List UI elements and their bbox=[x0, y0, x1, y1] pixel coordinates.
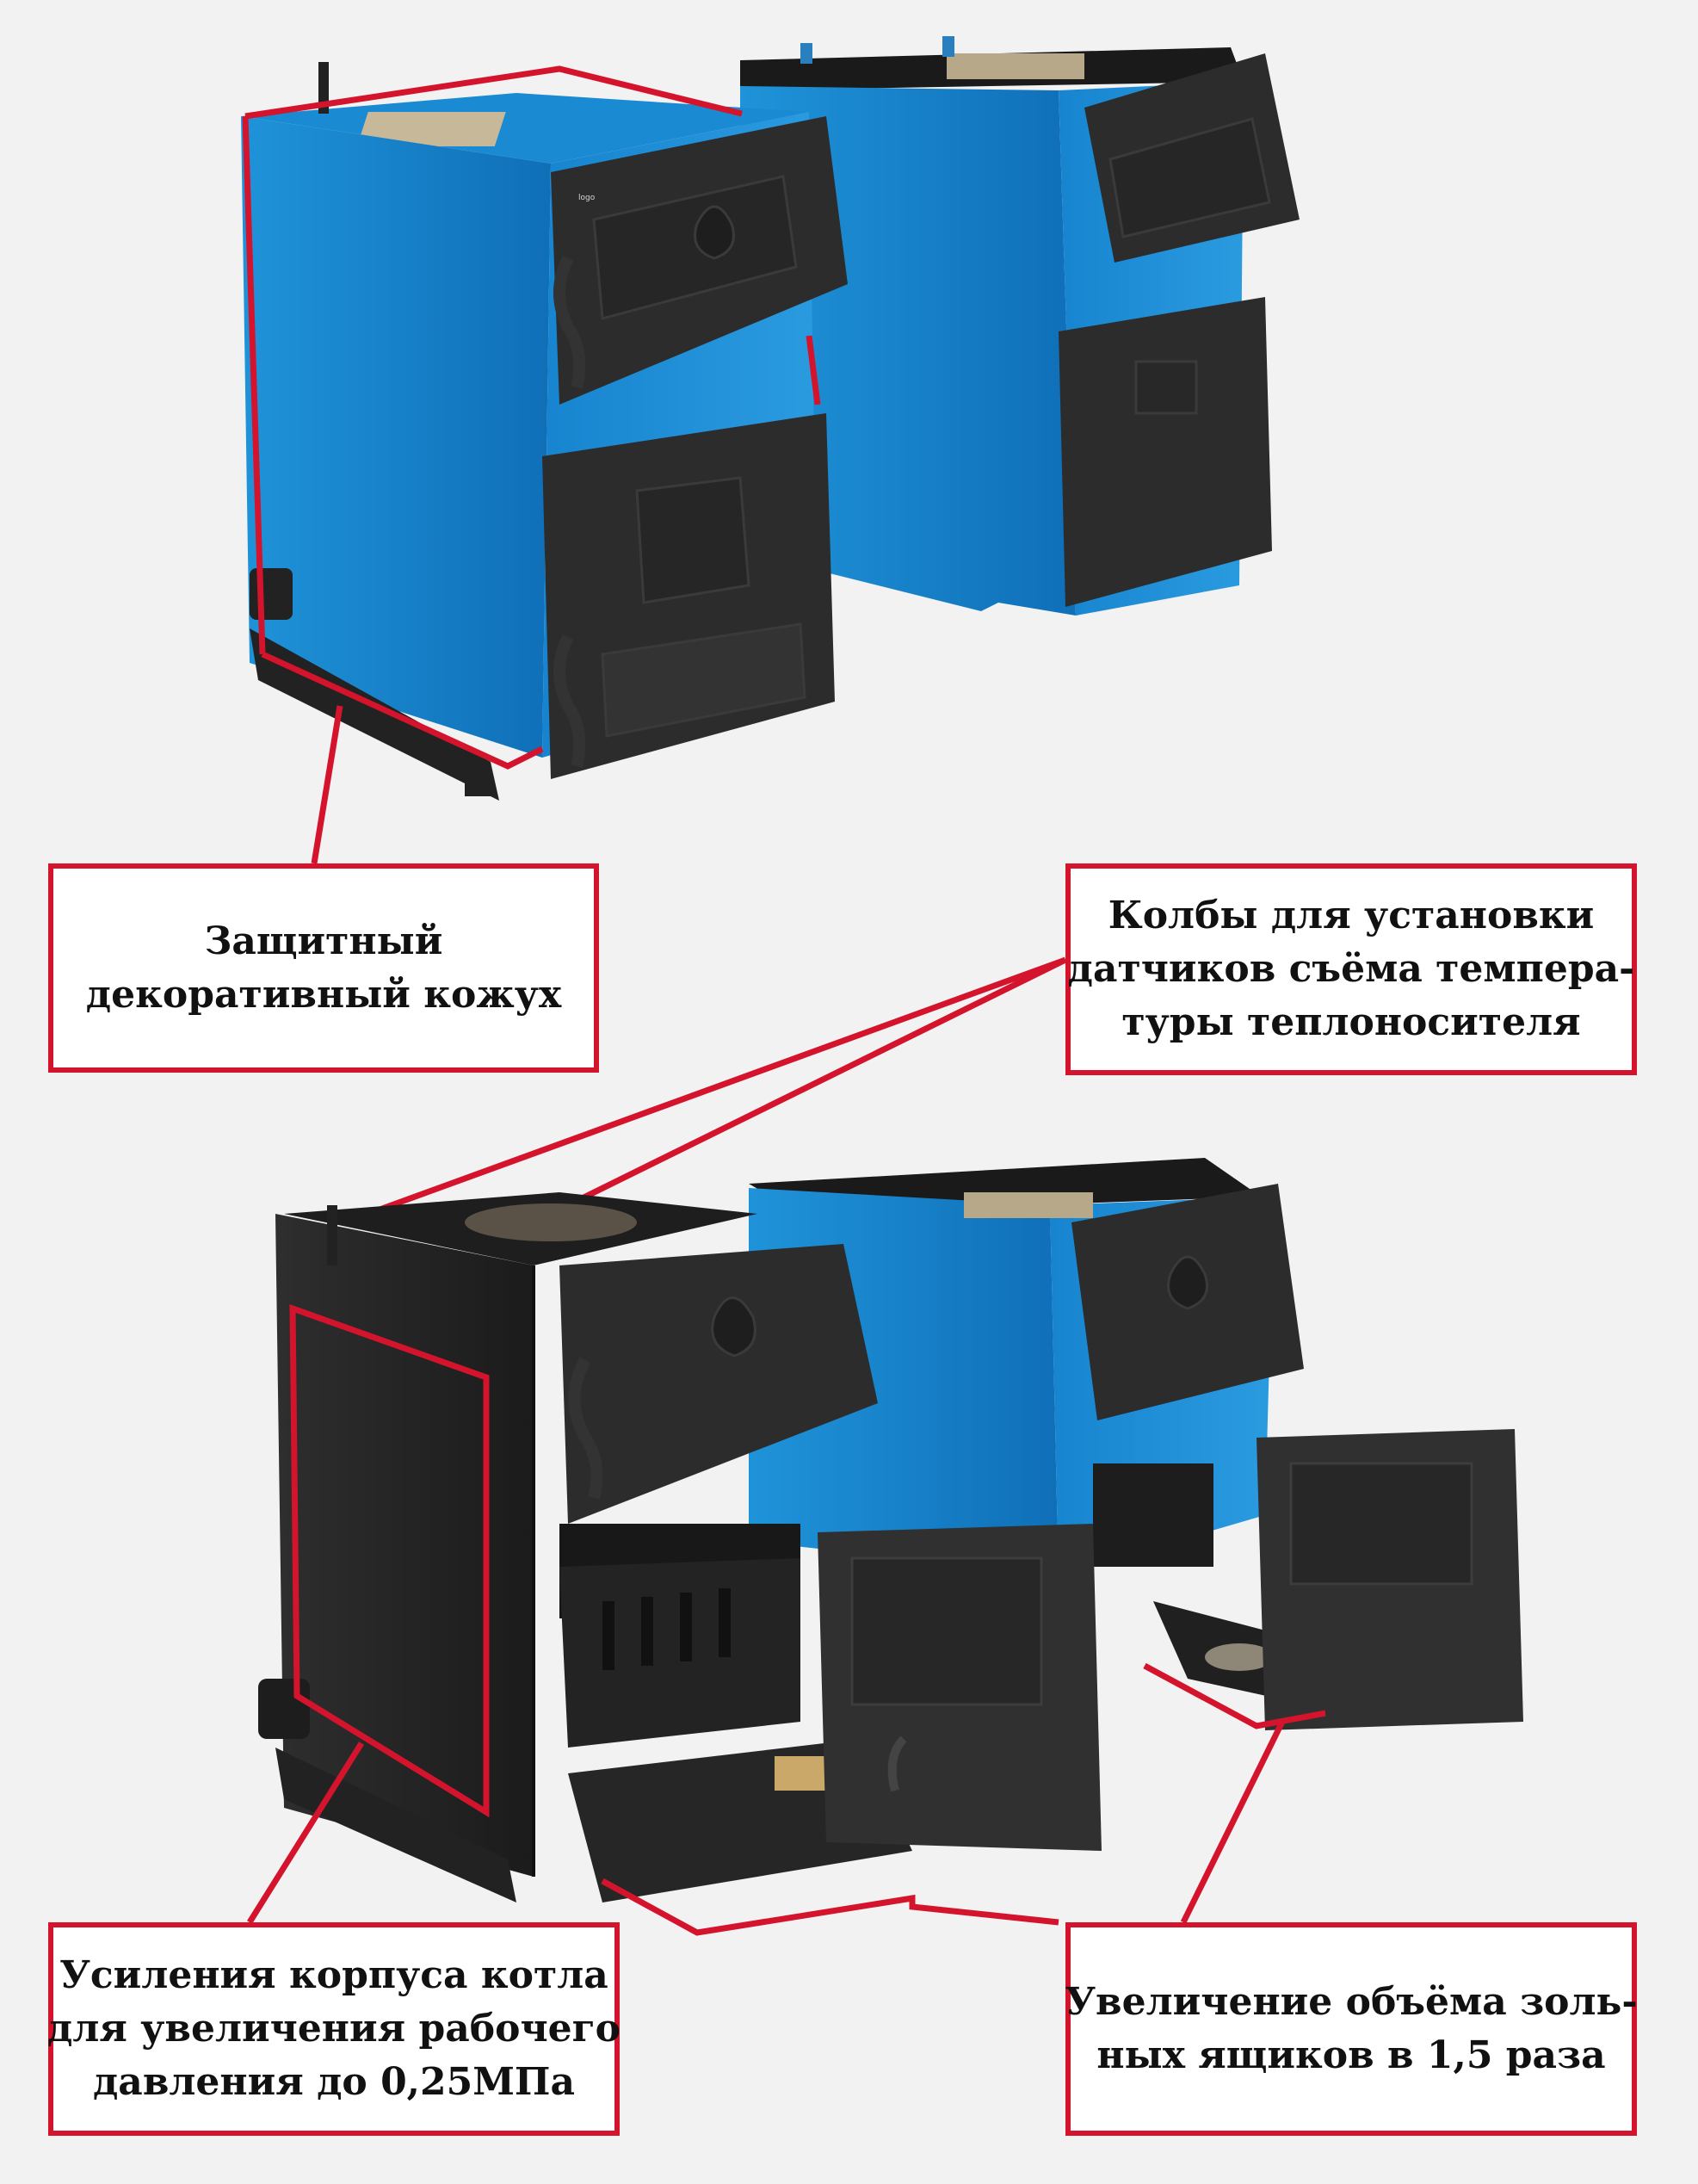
flask-leader-line-2 bbox=[566, 956, 1067, 1209]
callout-line: для увеличения рабочего bbox=[47, 2007, 621, 2051]
callout-line: датчиков съёма темпера- bbox=[1067, 947, 1635, 991]
ash-drawer-outline-right bbox=[1143, 1662, 1326, 1729]
callout-body-reinforcement: Усиления корпуса котла для увеличения ра… bbox=[47, 1922, 621, 2136]
callout-sensor-flasks: Колбы для установки датчиков съёма темпе… bbox=[1065, 863, 1637, 1075]
callout-line: Колбы для установки bbox=[1108, 894, 1595, 937]
callout-line: туры теплоносителя bbox=[1121, 1000, 1581, 1044]
casing-leader-line bbox=[311, 705, 343, 864]
ash-leader-line bbox=[1180, 1720, 1286, 1924]
callout-line: ных ящиков в 1,5 раза bbox=[1096, 2033, 1606, 2077]
callout-line: декоративный кожух bbox=[85, 972, 562, 1017]
boiler-front-top: logo bbox=[241, 62, 848, 801]
ash-drawer-outline-left bbox=[601, 1878, 1059, 1936]
callout-line: Защитный bbox=[204, 919, 443, 963]
flask-leader-line-1 bbox=[343, 956, 1067, 1226]
body-leader-line bbox=[247, 1742, 364, 1924]
grate-slots bbox=[602, 1588, 731, 1670]
callout-line: давления до 0,25МПа bbox=[92, 2060, 575, 2104]
brand-logo: logo bbox=[578, 194, 596, 202]
casing-outline bbox=[242, 65, 821, 770]
reinforcement-outline bbox=[289, 1304, 490, 1818]
boiler-front-bottom bbox=[258, 1192, 1102, 1902]
callout-line: Увеличение объёма золь- bbox=[1065, 1980, 1638, 2024]
callout-ash-drawers: Увеличение объёма золь- ных ящиков в 1,5… bbox=[1065, 1922, 1638, 2136]
callout-protective-casing: Защитный декоративный кожух bbox=[48, 863, 599, 1073]
callout-line: Усиления корпуса котла bbox=[59, 1953, 608, 1997]
